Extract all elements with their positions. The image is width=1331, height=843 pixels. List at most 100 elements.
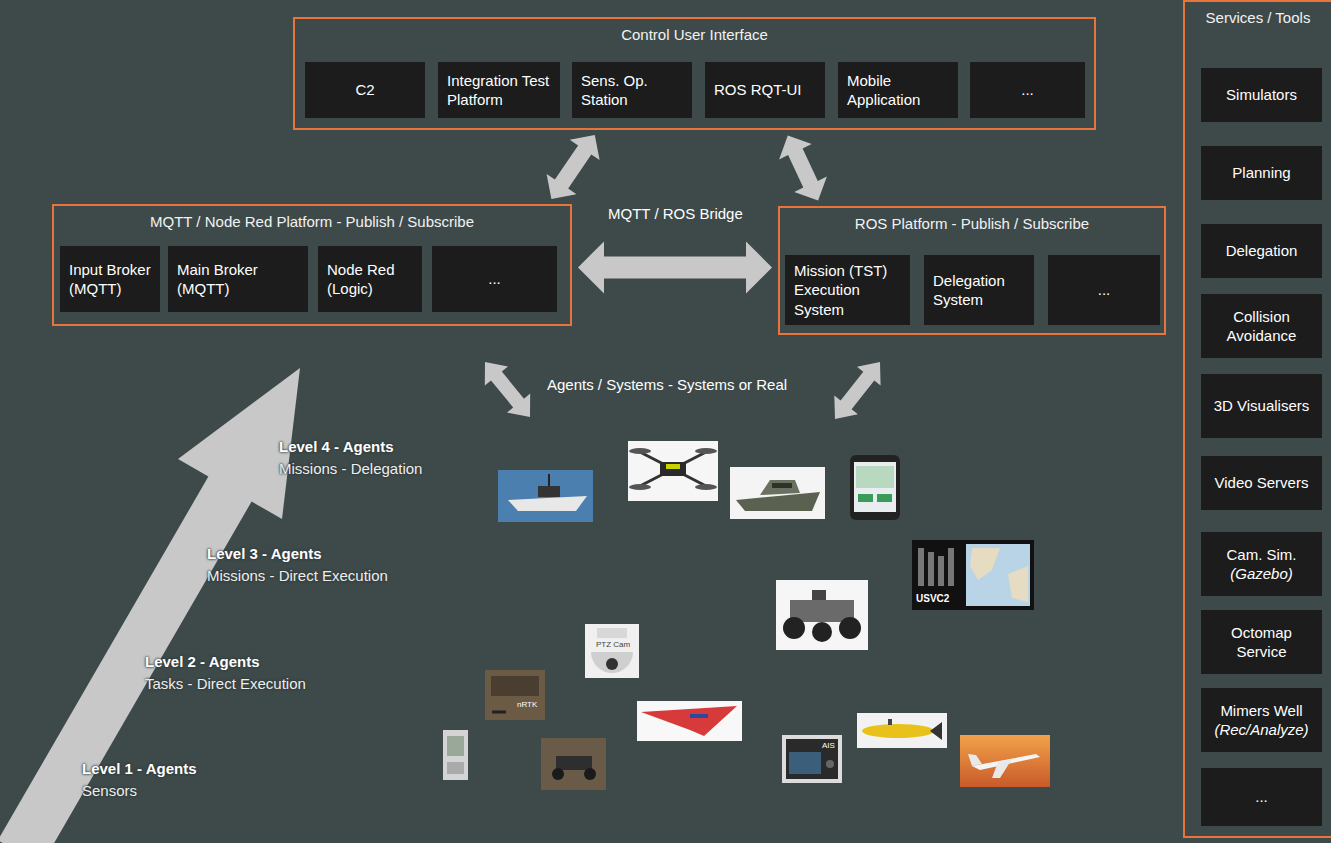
photo-ground bbox=[637, 701, 742, 741]
box-cable bbox=[492, 711, 506, 714]
auv-mast bbox=[888, 719, 892, 725]
service-box: Simulators bbox=[1201, 68, 1322, 122]
level-title: Level 3 - Agents bbox=[207, 545, 321, 562]
drone-mark bbox=[666, 464, 680, 469]
boat-cabin bbox=[760, 480, 800, 495]
photo-ground bbox=[485, 670, 545, 720]
console-bar bbox=[928, 552, 934, 586]
box-text: Integration Test Platform bbox=[447, 71, 551, 110]
boat-hull bbox=[736, 492, 820, 511]
service-box: Octomap Service bbox=[1201, 610, 1322, 674]
console-map bbox=[966, 544, 1030, 606]
device-body bbox=[786, 739, 838, 779]
system-box: Delegation System bbox=[924, 255, 1034, 325]
box-text: Delegation System bbox=[933, 271, 1025, 310]
box-text: Mobile Application bbox=[847, 71, 949, 110]
drone-body bbox=[660, 462, 686, 476]
service-box: Cam. Sim.(Gazebo) bbox=[1201, 532, 1322, 596]
drone-icon bbox=[628, 441, 718, 501]
phone-icon bbox=[850, 455, 900, 520]
drone-rotor bbox=[629, 484, 651, 490]
box-text: ... bbox=[1207, 787, 1316, 807]
interface-group: Control User InterfaceC2 Integration Test… bbox=[293, 17, 1096, 130]
platform-group: ROS Platform - Publish / SubscribeMissio… bbox=[778, 206, 1166, 335]
phone-map bbox=[856, 466, 894, 488]
auv-hull bbox=[862, 724, 934, 738]
level-desc: Sensors bbox=[82, 782, 137, 799]
bridge-arrow bbox=[578, 241, 772, 293]
console-bar bbox=[938, 556, 944, 586]
service-box: 3D Visualisers bbox=[1201, 374, 1322, 438]
box-text: Mimers Well bbox=[1207, 701, 1316, 721]
edge-label: MQTT / ROS Bridge bbox=[608, 205, 743, 222]
device-text: PTZ Cam bbox=[596, 640, 630, 649]
agents-caption: Agents / Systems - Systems or Real bbox=[547, 376, 787, 393]
boat-hull bbox=[508, 496, 587, 511]
drone-arm bbox=[640, 452, 706, 486]
box-text: (Gazebo) bbox=[1207, 564, 1316, 584]
level-title: Level 1 - Agents bbox=[82, 760, 196, 777]
box-text: Input Broker (MQTT) bbox=[69, 260, 151, 299]
system-box: Mission (TST) Execution System bbox=[785, 255, 910, 325]
ui-box: ROS RQT-UI bbox=[705, 62, 825, 118]
services-panel: Services / ToolsSimulatorsPlanningDelega… bbox=[1183, 0, 1331, 838]
sensor-icon bbox=[443, 730, 468, 780]
wing-shape bbox=[641, 706, 737, 736]
bridge-arrow bbox=[779, 135, 827, 200]
plane-wing bbox=[992, 759, 1012, 778]
photo-ground bbox=[498, 470, 593, 522]
box-panel bbox=[491, 676, 539, 696]
sensor-grill bbox=[447, 762, 464, 774]
level-title: Level 4 - Agents bbox=[279, 438, 393, 455]
service-box: ... bbox=[1201, 768, 1322, 826]
box-text: C2 bbox=[314, 80, 416, 100]
box-text: ... bbox=[441, 269, 548, 289]
camera-mount bbox=[597, 628, 627, 638]
console-bar bbox=[918, 548, 924, 586]
boat-mast bbox=[548, 474, 550, 486]
box-text: Video Servers bbox=[1207, 473, 1316, 493]
drone-rotor bbox=[695, 448, 717, 454]
bridge-arrow bbox=[547, 135, 600, 199]
rover-wheel bbox=[839, 617, 861, 639]
agents-arrow bbox=[485, 362, 530, 417]
level-desc: Missions - Delegation bbox=[279, 460, 422, 477]
rtk-box-icon bbox=[485, 670, 545, 720]
photo-ground bbox=[730, 467, 825, 519]
photo-ground bbox=[443, 730, 468, 780]
broker-box: Input Broker (MQTT) bbox=[60, 246, 160, 312]
speedboat-icon bbox=[498, 470, 593, 522]
photo-ground bbox=[585, 624, 639, 678]
box-text: Node Red (Logic) bbox=[327, 260, 413, 299]
console-land bbox=[970, 548, 1000, 580]
photo-ground bbox=[541, 738, 606, 790]
box-text: ... bbox=[979, 80, 1076, 100]
phone-screen bbox=[854, 462, 896, 512]
rover-icon bbox=[776, 580, 868, 650]
platform-box: ... bbox=[432, 246, 557, 312]
box-text: Sens. Op. Station bbox=[581, 71, 683, 110]
group-heading: Control User Interface bbox=[295, 19, 1094, 45]
photo-ground bbox=[776, 580, 868, 650]
usv-console-icon bbox=[912, 540, 1034, 610]
platform-box: ... bbox=[1048, 255, 1160, 325]
rover-wheel bbox=[552, 768, 564, 780]
rover-wheel bbox=[584, 768, 596, 780]
level-desc: Missions - Direct Execution bbox=[207, 567, 388, 584]
ais-device-icon bbox=[782, 735, 842, 783]
small-rover-icon bbox=[541, 738, 606, 790]
box-text: (Rec/Analyze) bbox=[1207, 720, 1316, 740]
box-text: Main Broker (MQTT) bbox=[177, 260, 299, 299]
group-heading: ROS Platform - Publish / Subscribe bbox=[780, 208, 1164, 234]
box-text: ROS RQT-UI bbox=[714, 80, 816, 100]
box-text: Cam. Sim. bbox=[1207, 545, 1316, 565]
service-box: Collision Avoidance bbox=[1201, 294, 1322, 358]
ui-box: Integration Test Platform bbox=[438, 62, 560, 118]
boat-window bbox=[772, 483, 792, 488]
level-desc: Tasks - Direct Execution bbox=[145, 675, 306, 692]
agents-arrow bbox=[834, 362, 880, 419]
console-land bbox=[1008, 566, 1028, 602]
box-text: Delegation bbox=[1207, 241, 1316, 261]
box-text: Simulators bbox=[1207, 85, 1316, 105]
